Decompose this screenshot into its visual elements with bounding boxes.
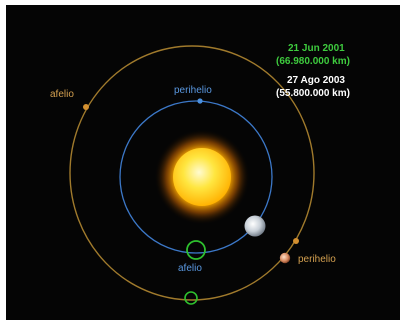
mars-perihelion-label: perihelio bbox=[298, 254, 336, 265]
mars-orbit bbox=[69, 45, 315, 301]
mars-aphelion-marker bbox=[83, 104, 89, 110]
earth-aphelion-label: afelio bbox=[178, 263, 202, 274]
opposition-2001-date: 21 Jun 2001 bbox=[288, 43, 345, 54]
opposition-2003-date: 27 Ago 2003 bbox=[287, 75, 345, 86]
earth-perihelion-marker bbox=[197, 98, 203, 104]
earth-perihelion-label: perihelio bbox=[174, 85, 212, 96]
mars-aphelion-label: afelio bbox=[50, 89, 74, 100]
orbit-diagram: afelio perihelio perihelio afelio 21 Jun… bbox=[6, 5, 400, 320]
mars-2001-position-circle bbox=[184, 291, 198, 305]
opposition-2001-distance: (66.980.000 km) bbox=[276, 56, 350, 67]
mars-2003-planet bbox=[279, 252, 291, 264]
earth-orbit bbox=[119, 100, 273, 254]
mars-perihelion-marker bbox=[293, 238, 299, 244]
orbit-diagram-svg: afelio perihelio perihelio afelio 21 Jun… bbox=[50, 43, 350, 305]
earth-2001-position-circle bbox=[186, 240, 206, 260]
sun bbox=[154, 129, 250, 225]
earth-2003-planet bbox=[244, 215, 266, 237]
opposition-2003-distance: (55.800.000 km) bbox=[276, 88, 350, 99]
